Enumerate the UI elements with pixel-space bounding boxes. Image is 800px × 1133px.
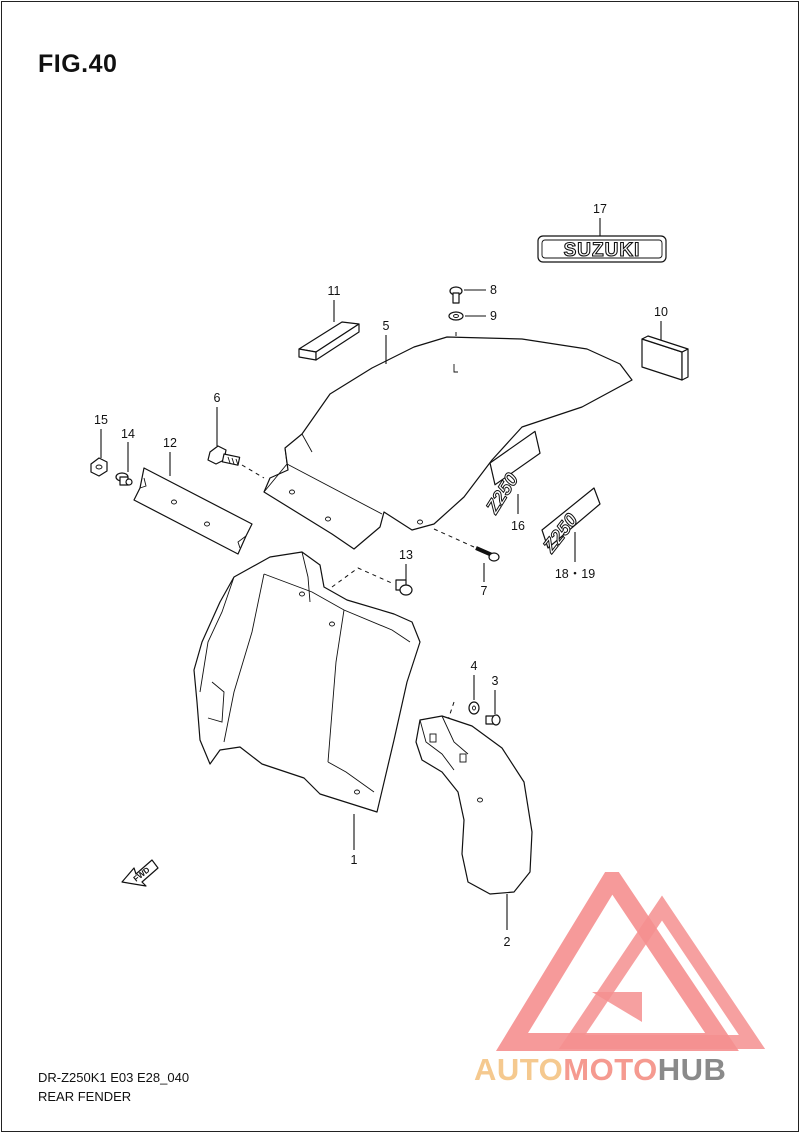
- part-9-washer[interactable]: [448, 311, 464, 321]
- guide-6: [241, 464, 265, 479]
- suzuki-emblem-text: SUZUKI: [564, 240, 641, 261]
- part-17-suzuki-emblem[interactable]: SUZUKI: [537, 235, 667, 263]
- part-15-nut[interactable]: [90, 457, 108, 477]
- part-8-screw[interactable]: [449, 286, 463, 304]
- diagram-footer: DR-Z250K1 E03 E28_040 REAR FENDER: [38, 1068, 189, 1106]
- fwd-arrow-icon: FWD: [121, 859, 159, 887]
- part-13-bolt[interactable]: [395, 579, 413, 596]
- callout-8[interactable]: 8: [490, 283, 497, 297]
- watermark-hub: HUB: [657, 1052, 727, 1087]
- part-11-cushion-pad[interactable]: [298, 321, 360, 361]
- callout-12[interactable]: 12: [163, 436, 177, 450]
- callout-3[interactable]: 3: [492, 674, 499, 688]
- callout-11[interactable]: 11: [328, 284, 341, 298]
- watermark-auto: AUTO: [474, 1052, 564, 1087]
- callout-5[interactable]: 5: [383, 319, 390, 333]
- part-1-inner-fender[interactable]: [193, 551, 421, 813]
- callout-1[interactable]: 1: [351, 853, 358, 867]
- part-2-mud-flap[interactable]: [415, 715, 533, 895]
- callout-18-19[interactable]: 18・19: [555, 567, 595, 581]
- callout-2[interactable]: 2: [504, 935, 511, 949]
- z250-emblem-text-16: Z250: [482, 469, 524, 518]
- callout-10[interactable]: 10: [654, 305, 668, 319]
- callout-13[interactable]: 13: [399, 548, 413, 562]
- guide-7: [433, 528, 475, 548]
- part-3-bolt[interactable]: [485, 714, 501, 726]
- callout-16[interactable]: 16: [511, 519, 525, 533]
- callout-15[interactable]: 15: [94, 413, 108, 427]
- section-name: REAR FENDER: [38, 1089, 132, 1104]
- callout-4[interactable]: 4: [471, 659, 478, 673]
- figure-title: FIG.40: [38, 50, 118, 78]
- callout-17[interactable]: 17: [593, 202, 607, 216]
- callout-6[interactable]: 6: [214, 391, 221, 405]
- part-18-19-z250-emblem[interactable]: Z250: [538, 487, 601, 558]
- callout-14[interactable]: 14: [121, 427, 135, 441]
- part-4-washer[interactable]: [468, 701, 480, 715]
- watermark-moto: MOTO: [563, 1052, 658, 1087]
- part-14-collar[interactable]: [115, 472, 133, 486]
- part-5-rear-fender[interactable]: [263, 336, 633, 550]
- part-6-bolt[interactable]: [207, 445, 241, 466]
- callout-9[interactable]: 9: [490, 309, 497, 323]
- part-7-screw[interactable]: [475, 546, 500, 562]
- model-code: DR-Z250K1 E03 E28_040: [38, 1070, 190, 1085]
- callout-7[interactable]: 7: [481, 584, 488, 598]
- part-12-plate[interactable]: [133, 467, 253, 555]
- automotohub-watermark-text: AUTOMOTOHUB: [474, 1052, 726, 1088]
- guide-13: [331, 567, 395, 588]
- part-10-cushion-pad[interactable]: [641, 335, 689, 381]
- automotohub-logo-icon: [495, 872, 766, 1051]
